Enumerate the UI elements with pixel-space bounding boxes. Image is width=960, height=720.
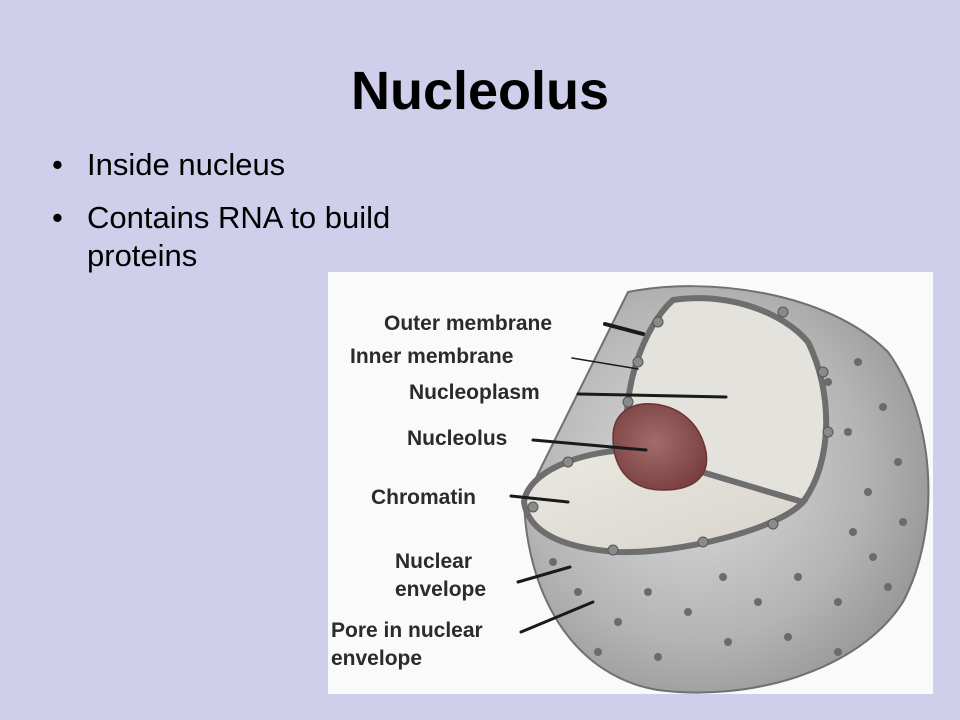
label-chromatin: Chromatin [371, 486, 476, 509]
bullet-item-inside-nucleus: • Inside nucleus [52, 146, 472, 184]
envelope-rim-pores [527, 306, 834, 556]
bullet-list: • Inside nucleus • Contains RNA to build… [52, 146, 472, 290]
nucleolus-body [612, 403, 708, 491]
label-nucleolus: Nucleolus [407, 427, 507, 450]
label-pore-2: envelope [331, 647, 422, 670]
bullet-dot: • [52, 200, 63, 235]
label-inner-membrane: Inner membrane [350, 345, 513, 368]
bullet-item-contains-rna: • Contains RNA to build proteins [52, 199, 472, 275]
nucleus-diagram-svg: Outer membrane Inner membrane Nucleoplas… [331, 285, 930, 694]
label-nucleoplasm: Nucleoplasm [409, 381, 540, 404]
label-pore-1: Pore in nuclear [331, 619, 483, 642]
bullet-text: Inside nucleus [87, 147, 286, 182]
nuclear-pores [549, 358, 907, 661]
bullet-dot: • [52, 147, 63, 182]
nucleus-diagram: Outer membrane Inner membrane Nucleoplas… [328, 272, 933, 694]
label-nuclear-envelope-2: envelope [395, 578, 486, 601]
label-nuclear-envelope-1: Nuclear [395, 550, 472, 573]
label-leader-lines [509, 322, 728, 634]
slide-title: Nucleolus [350, 61, 610, 121]
label-outer-membrane: Outer membrane [384, 312, 552, 335]
bullet-text: Contains RNA to build proteins [87, 200, 391, 273]
